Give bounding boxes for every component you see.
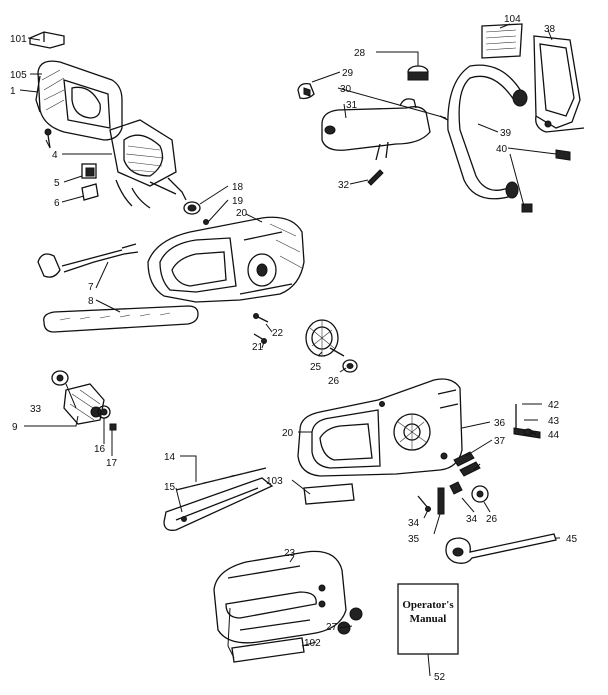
label-26-upper: 26: [328, 376, 340, 387]
label-27: 27: [326, 622, 338, 633]
manual-line-2: Manual: [410, 613, 447, 625]
label-21: 21: [252, 342, 264, 353]
label-43: 43: [548, 416, 560, 427]
part-25-sprocket: [305, 319, 345, 357]
part-39-front-handle: [447, 64, 528, 200]
part-19-washer: [203, 219, 209, 225]
label-4: 4: [52, 150, 58, 161]
part-18-bearing: [183, 201, 201, 215]
label-9: 9: [12, 422, 18, 433]
label-22: 22: [272, 328, 284, 339]
label-37: 37: [494, 436, 506, 447]
label-101: 101: [10, 34, 27, 45]
part-4-screw: [44, 128, 52, 149]
label-25: 25: [310, 362, 322, 373]
label-23: 23: [284, 548, 296, 559]
part-38-hand-guard: [533, 35, 585, 133]
leader-lines: [19, 23, 560, 677]
label-26-lower: 26: [486, 514, 498, 525]
label-20-upper: 20: [236, 208, 248, 219]
part-37-adjuster: [453, 451, 481, 477]
label-40: 40: [496, 144, 508, 155]
part-27-bar-nuts: [337, 607, 363, 635]
part-28-oil-cap: [407, 65, 429, 81]
label-34-right: 34: [466, 514, 478, 525]
part-7-power-cord: [37, 243, 139, 278]
label-28: 28: [354, 48, 366, 59]
label-17: 17: [106, 458, 118, 469]
label-45: 45: [566, 534, 578, 545]
part-22-screw: [253, 313, 269, 323]
manual-title: Operator's Manual: [402, 599, 454, 625]
part-23-side-cover: [213, 550, 347, 644]
part-5-brush: [81, 163, 97, 179]
label-18: 18: [232, 182, 244, 193]
part-45-wrench: [445, 533, 557, 564]
label-8: 8: [88, 296, 94, 307]
label-52: 52: [434, 672, 446, 683]
part-42-44-spring-parts: [513, 404, 541, 439]
label-103: 103: [266, 476, 283, 487]
label-42: 42: [548, 400, 560, 411]
label-105: 105: [10, 70, 27, 81]
part-8-saw-chain: [43, 305, 199, 333]
label-35: 35: [408, 534, 420, 545]
label-5: 5: [54, 178, 60, 189]
label-19: 19: [232, 196, 244, 207]
label-32: 32: [338, 180, 350, 191]
label-39: 39: [500, 128, 512, 139]
label-104: 104: [504, 14, 521, 25]
part-4-motor-armature: [109, 119, 187, 209]
part-20-motor-housing-half: [147, 216, 305, 303]
part-20-main-housing: [297, 378, 463, 477]
part-1-motor-housing: [35, 60, 123, 141]
part-32-screw: [367, 169, 384, 186]
label-6: 6: [54, 198, 60, 209]
label-102: 102: [304, 638, 321, 649]
label-33: 33: [30, 404, 42, 415]
part-29-knob: [297, 82, 315, 100]
part-35-screw: [437, 487, 445, 515]
manual-line-1: Operator's: [402, 599, 454, 611]
part-number-labels: 101 105 1 4 5 6 18 19 20 7 8 21 22 25 26…: [10, 14, 578, 683]
label-14: 14: [164, 452, 176, 463]
part-104-label: [481, 23, 523, 59]
label-20-lower: 20: [282, 428, 294, 439]
label-31: 31: [346, 100, 358, 111]
label-34-left: 34: [408, 518, 420, 529]
part-15-guide-bar: [163, 477, 274, 531]
label-44: 44: [548, 430, 560, 441]
label-15: 15: [164, 482, 176, 493]
part-33-washer: [51, 370, 69, 386]
part-26-washer-lower: [471, 485, 489, 503]
label-16: 16: [94, 444, 106, 455]
label-38: 38: [544, 24, 556, 35]
part-103-label: [303, 483, 355, 505]
label-30: 30: [340, 84, 352, 95]
label-1: 1: [10, 86, 16, 97]
part-6-brush-holder: [81, 183, 99, 201]
part-26-washer-upper: [342, 359, 358, 373]
label-29: 29: [342, 68, 354, 79]
part-40-bolt: [521, 149, 571, 213]
part-31-oil-tank: [321, 98, 449, 161]
part-9-gear: [63, 383, 105, 425]
label-36: 36: [494, 418, 506, 429]
part-14-saw-chain: [175, 467, 267, 491]
label-7: 7: [88, 282, 94, 293]
part-101-label-tag: [29, 31, 65, 49]
part-34-screws: [417, 481, 463, 512]
part-17-screw: [109, 423, 117, 431]
part-102-label: [231, 637, 305, 663]
